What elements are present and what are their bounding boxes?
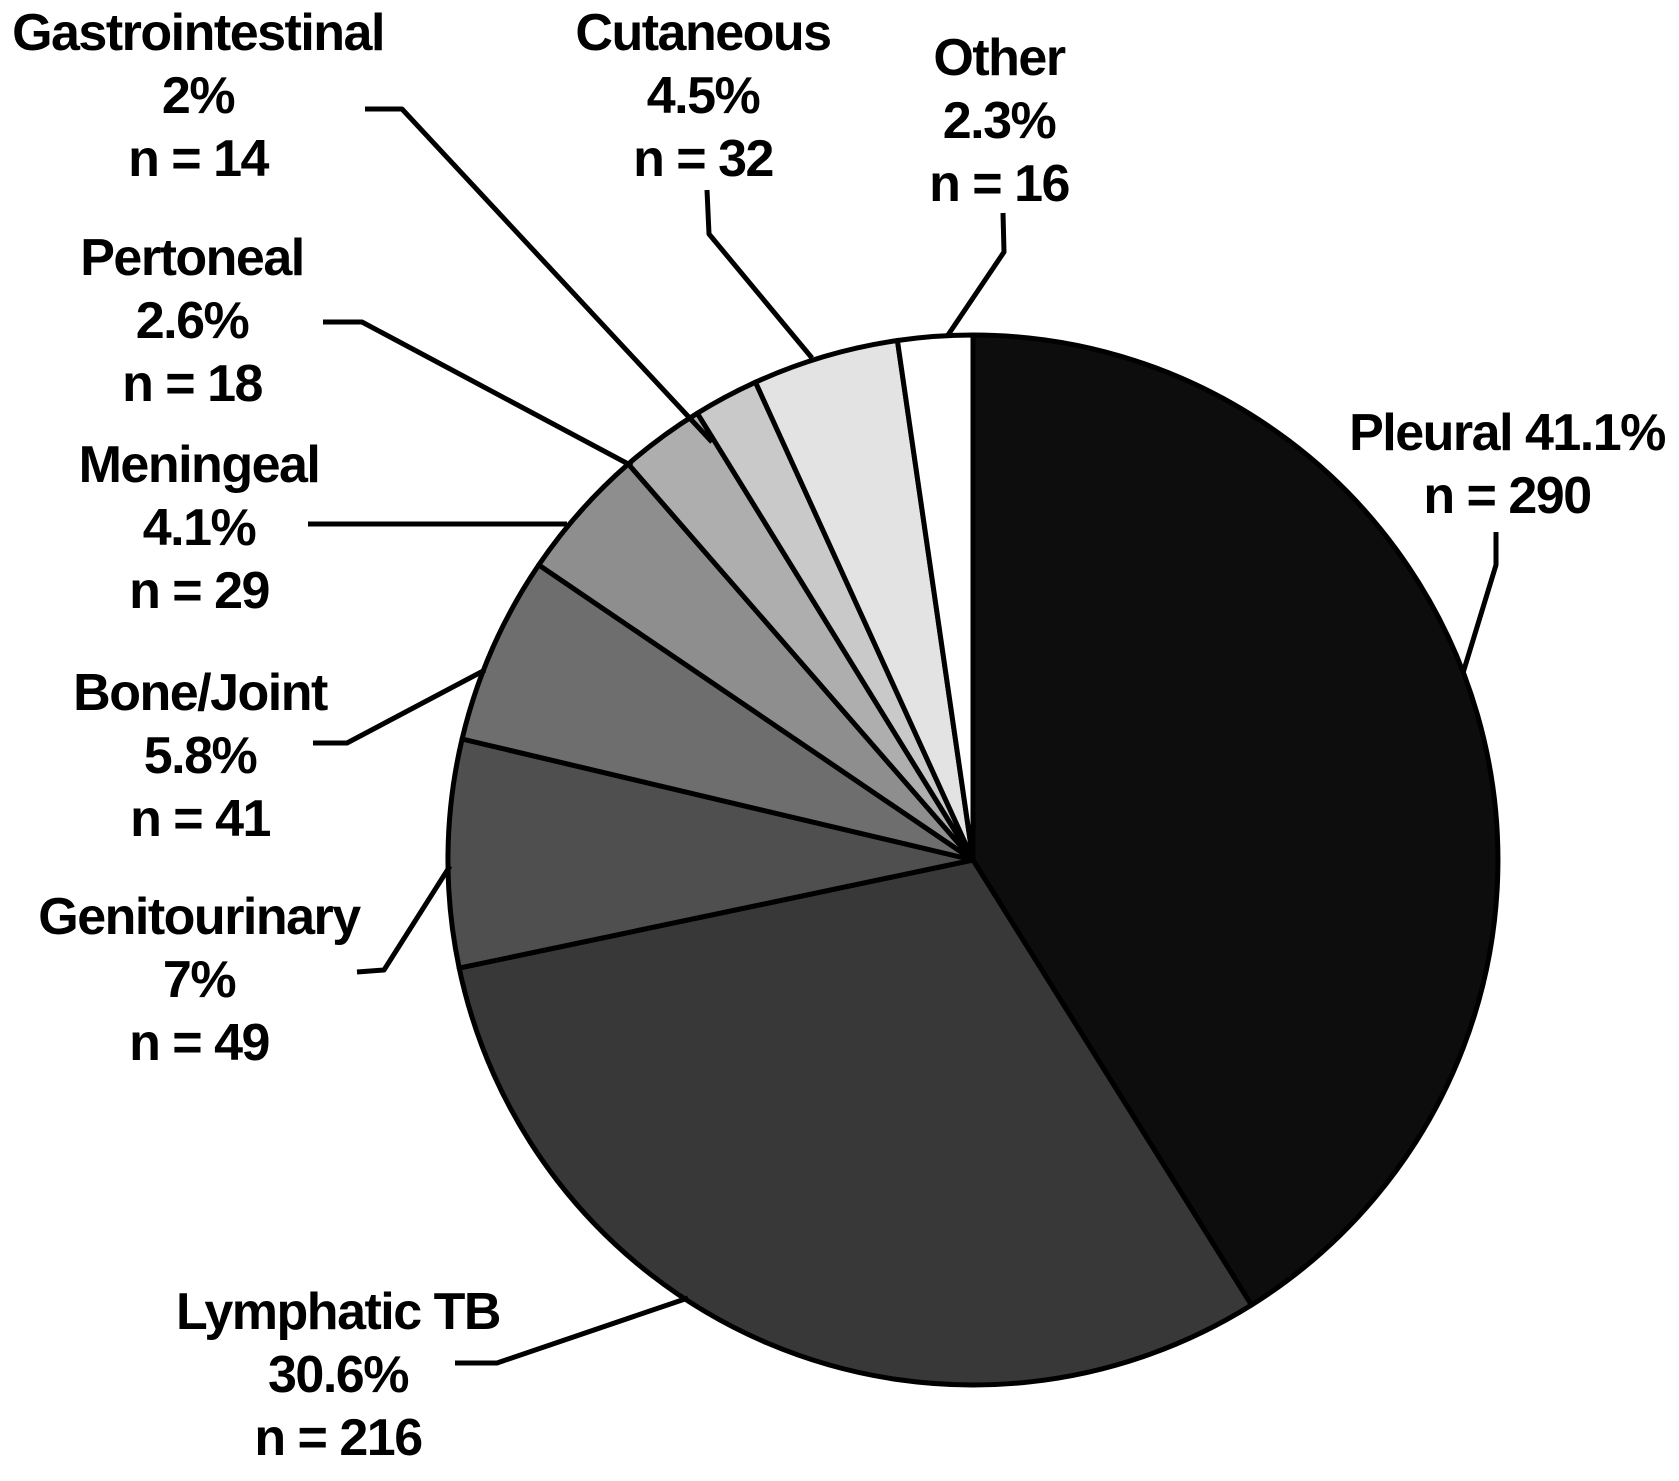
- callout-pleural-line1: Pleural 41.1%: [1349, 404, 1666, 462]
- leader-line-other: [945, 212, 1007, 337]
- leader-line-bone_joint: [313, 667, 487, 746]
- callout-meningeal-line2: 4.1%: [142, 499, 257, 557]
- pie-slice-pleural: [970, 332, 1501, 1308]
- callout-lymphatic-tb-line1: Lymphatic TB: [176, 1283, 501, 1341]
- callout-cutaneous-line2: 4.5%: [646, 67, 761, 125]
- callout-cutaneous: Cutaneous 4.5% n = 32: [453, 2, 953, 191]
- callout-gastrointestinal-line2: 2%: [161, 67, 236, 125]
- leader-line-genitourinary: [356, 864, 453, 975]
- callout-genitourinary-line2: 7%: [162, 951, 237, 1009]
- callout-bone-joint-line2: 5.8%: [143, 727, 258, 785]
- leader-line-pertoneal: [323, 319, 634, 469]
- callout-pertoneal-line2: 2.6%: [135, 292, 250, 350]
- callout-genitourinary-line3: n = 49: [129, 1014, 270, 1072]
- pie-slice-genitourinary: [445, 736, 976, 971]
- callout-pleural: Pleural 41.1% n = 290: [1257, 402, 1679, 528]
- leader-line-gastrointestinal: [365, 106, 714, 444]
- callout-other-line3: n = 16: [929, 155, 1070, 213]
- callout-gastrointestinal: Gastrointestinal 2% n = 14: [0, 2, 448, 191]
- callout-pertoneal-line1: Pertoneal: [80, 229, 305, 287]
- callout-cutaneous-line3: n = 32: [633, 130, 774, 188]
- callout-other: Other 2.3% n = 16: [749, 27, 1249, 216]
- callout-cutaneous-line1: Cutaneous: [575, 4, 832, 62]
- leader-line-cutaneous: [704, 189, 814, 360]
- callout-lymphatic-tb: Lymphatic TB 30.6% n = 216: [88, 1281, 588, 1470]
- callout-lymphatic-tb-line2: 30.6%: [268, 1346, 409, 1404]
- leader-line-pleural: [1460, 532, 1499, 674]
- callout-other-line1: Other: [933, 29, 1066, 87]
- callout-genitourinary-line1: Genitourinary: [38, 888, 361, 946]
- callout-gastrointestinal-line1: Gastrointestinal: [12, 4, 385, 62]
- callout-meningeal: Meningeal 4.1% n = 29: [0, 434, 449, 623]
- callout-pertoneal: Pertoneal 2.6% n = 18: [0, 227, 442, 416]
- callout-lymphatic-tb-line3: n = 216: [254, 1409, 423, 1467]
- pie-slice-lymphatic_tb: [456, 857, 1254, 1388]
- callout-meningeal-line1: Meningeal: [78, 436, 321, 494]
- pie-slice-other: [894, 332, 976, 863]
- callout-bone-joint-line1: Bone/Joint: [73, 664, 328, 722]
- callout-gastrointestinal-line3: n = 14: [128, 130, 269, 188]
- callout-genitourinary: Genitourinary 7% n = 49: [0, 886, 449, 1075]
- pie-slice-bone_joint: [459, 562, 976, 863]
- callout-pertoneal-line3: n = 18: [122, 355, 263, 413]
- leader-line-lymphatic_tb: [455, 1295, 689, 1366]
- callout-bone-joint-line3: n = 41: [130, 790, 271, 848]
- callout-other-line2: 2.3%: [942, 92, 1057, 150]
- callout-pleural-line2: n = 290: [1423, 467, 1592, 525]
- callout-bone-joint: Bone/Joint 5.8% n = 41: [0, 662, 450, 851]
- callout-meningeal-line3: n = 29: [129, 562, 270, 620]
